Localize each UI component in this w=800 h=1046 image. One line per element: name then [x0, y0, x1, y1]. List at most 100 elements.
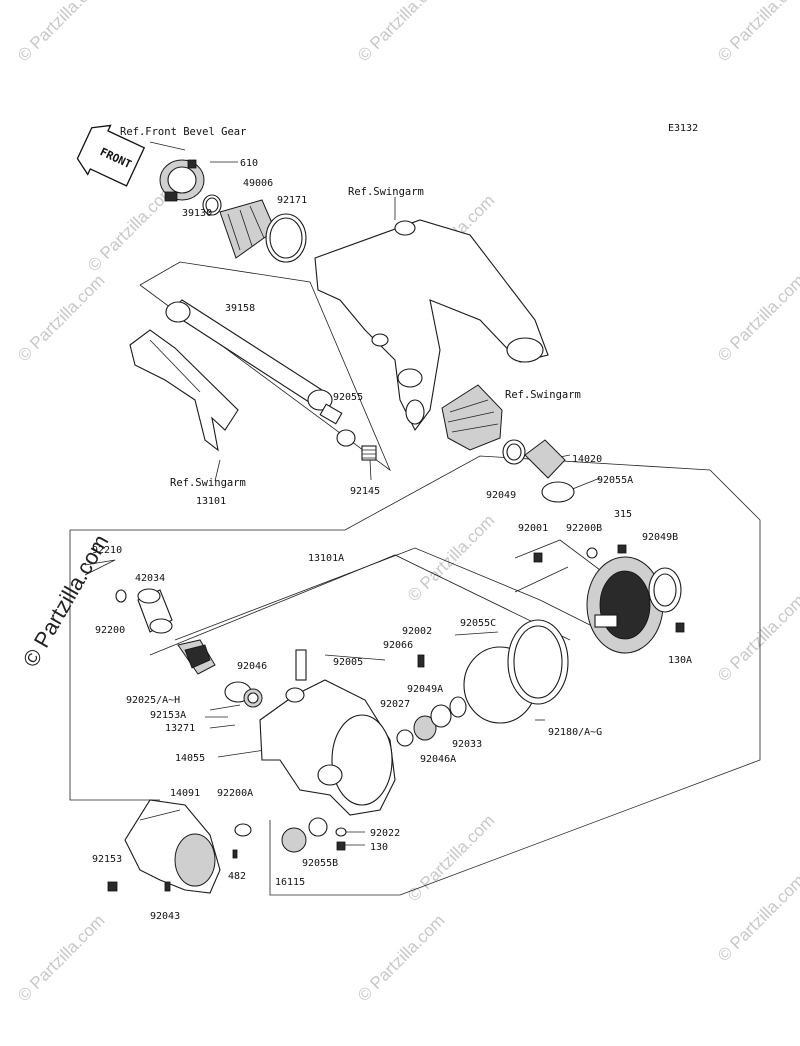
label-92153[interactable]: 92153 [92, 854, 122, 865]
label-610[interactable]: 610 [240, 158, 258, 169]
label-92033[interactable]: 92033 [452, 739, 482, 750]
part-92049B-seal [648, 567, 682, 613]
watermark: © Partzilla.com [404, 811, 498, 905]
part-92200A-washer [234, 823, 252, 837]
part-92027 [396, 729, 414, 747]
label-16115[interactable]: 16115 [275, 877, 305, 888]
ref-swingarm-top: Ref.Swingarm [348, 186, 424, 198]
label-92049A[interactable]: 92049A [407, 684, 443, 695]
front-bevel-gear-housing [159, 159, 205, 202]
part-92200B-washer [586, 547, 598, 559]
part-92153-bolt [107, 881, 118, 892]
part-92055B-oring [308, 817, 328, 837]
label-92049[interactable]: 92049 [486, 490, 516, 501]
part-130A-bolt [675, 622, 685, 633]
label-14091[interactable]: 14091 [170, 788, 200, 799]
label-92027[interactable]: 92027 [380, 699, 410, 710]
swingarm-left-piece [129, 329, 239, 452]
part-92043-pin [164, 881, 171, 892]
part-92055-oring [336, 429, 356, 447]
part-92001-bolt [533, 552, 543, 563]
part-14091-cover [124, 799, 221, 894]
part-42034 [137, 588, 173, 634]
label-14020[interactable]: 14020 [572, 454, 602, 465]
label-13101[interactable]: 13101 [196, 496, 226, 507]
label-92055B[interactable]: 92055B [302, 858, 338, 869]
part-92200-washer [115, 589, 127, 603]
front-arrow-icon: FRONT [76, 124, 146, 187]
ref-swingarm-mid: Ref.Swingarm [505, 389, 581, 401]
label-92043[interactable]: 92043 [150, 911, 180, 922]
part-92049-seal [502, 439, 526, 465]
label-92055A[interactable]: 92055A [597, 475, 633, 486]
label-92022[interactable]: 92022 [370, 828, 400, 839]
label-92171[interactable]: 92171 [277, 195, 307, 206]
part-39158-drive-shaft [165, 299, 343, 425]
watermark: © Partzilla.com [714, 871, 800, 965]
part-92002-stud [417, 654, 425, 668]
label-13271[interactable]: 13271 [165, 723, 195, 734]
watermark: © Partzilla.com [354, 0, 448, 65]
part-13101A-pinion-gear [177, 639, 216, 675]
part-92180-shim [507, 619, 569, 705]
label-92001[interactable]: 92001 [518, 523, 548, 534]
label-14055[interactable]: 14055 [175, 753, 205, 764]
label-92049B[interactable]: 92049B [642, 532, 678, 543]
part-92033-ring [449, 696, 467, 718]
part-482-pin [232, 849, 238, 859]
label-92200[interactable]: 92200 [95, 625, 125, 636]
part-14055-gear-case [259, 649, 396, 816]
label-49006[interactable]: 49006 [243, 178, 273, 189]
label-130[interactable]: 130 [370, 842, 388, 853]
watermark: © Partzilla.com [14, 911, 108, 1005]
label-92066[interactable]: 92066 [383, 640, 413, 651]
label-92002[interactable]: 92002 [402, 626, 432, 637]
label-92180[interactable]: 92180/A~G [548, 727, 602, 738]
watermark: © Partzilla.com [714, 271, 800, 365]
label-92153A[interactable]: 92153A [150, 710, 186, 721]
part-92022-washer [335, 827, 347, 837]
part-92046-bearing [243, 688, 263, 708]
watermark: © Partzilla.com [14, 0, 108, 65]
label-92025[interactable]: 92025/A~H [126, 695, 180, 706]
watermark: © Partzilla.com [84, 181, 178, 275]
part-49006-boot [219, 199, 276, 259]
label-92200B[interactable]: 92200B [566, 523, 602, 534]
label-315[interactable]: 315 [614, 509, 632, 520]
part-labels: 610 49006 92171 39130 39158 92055 92145 … [92, 158, 692, 922]
watermark: © Partzilla.com [714, 0, 800, 65]
label-92210[interactable]: 92210 [92, 545, 122, 556]
part-92055A-oring [541, 481, 575, 503]
part-14020-collar [524, 439, 566, 479]
part-16115-cap [281, 827, 307, 853]
part-315-bolt [617, 544, 627, 554]
ref-front-bevel-gear: Ref.Front Bevel Gear [120, 126, 246, 138]
label-92046A[interactable]: 92046A [420, 754, 456, 765]
label-39130[interactable]: 39130 [182, 208, 212, 219]
watermark: © Partzilla.com [354, 911, 448, 1005]
label-92145[interactable]: 92145 [350, 486, 380, 497]
part-92171-band [265, 213, 307, 263]
part-92046A-bearing [413, 715, 437, 741]
label-92005[interactable]: 92005 [333, 657, 363, 668]
swingarm [314, 219, 549, 432]
part-130-bolt [336, 841, 346, 851]
part-13101-ring-gear [586, 556, 664, 654]
watermark: © Partzilla.com [404, 511, 498, 605]
watermark: © Partzilla.com [14, 271, 108, 365]
ref-swingarm-left: Ref.Swingarm [170, 477, 246, 489]
label-39158[interactable]: 39158 [225, 303, 255, 314]
part-39130-ring [202, 194, 222, 216]
label-42034[interactable]: 42034 [135, 573, 165, 584]
label-92046[interactable]: 92046 [237, 661, 267, 672]
label-130A[interactable]: 130A [668, 655, 692, 666]
label-482[interactable]: 482 [228, 871, 246, 882]
label-13101A[interactable]: 13101A [308, 553, 344, 564]
rear-boot [441, 384, 503, 451]
label-92055C[interactable]: 92055C [460, 618, 496, 629]
part-92049A-seal [430, 704, 452, 728]
label-92055[interactable]: 92055 [333, 392, 363, 403]
label-92200A[interactable]: 92200A [217, 788, 253, 799]
